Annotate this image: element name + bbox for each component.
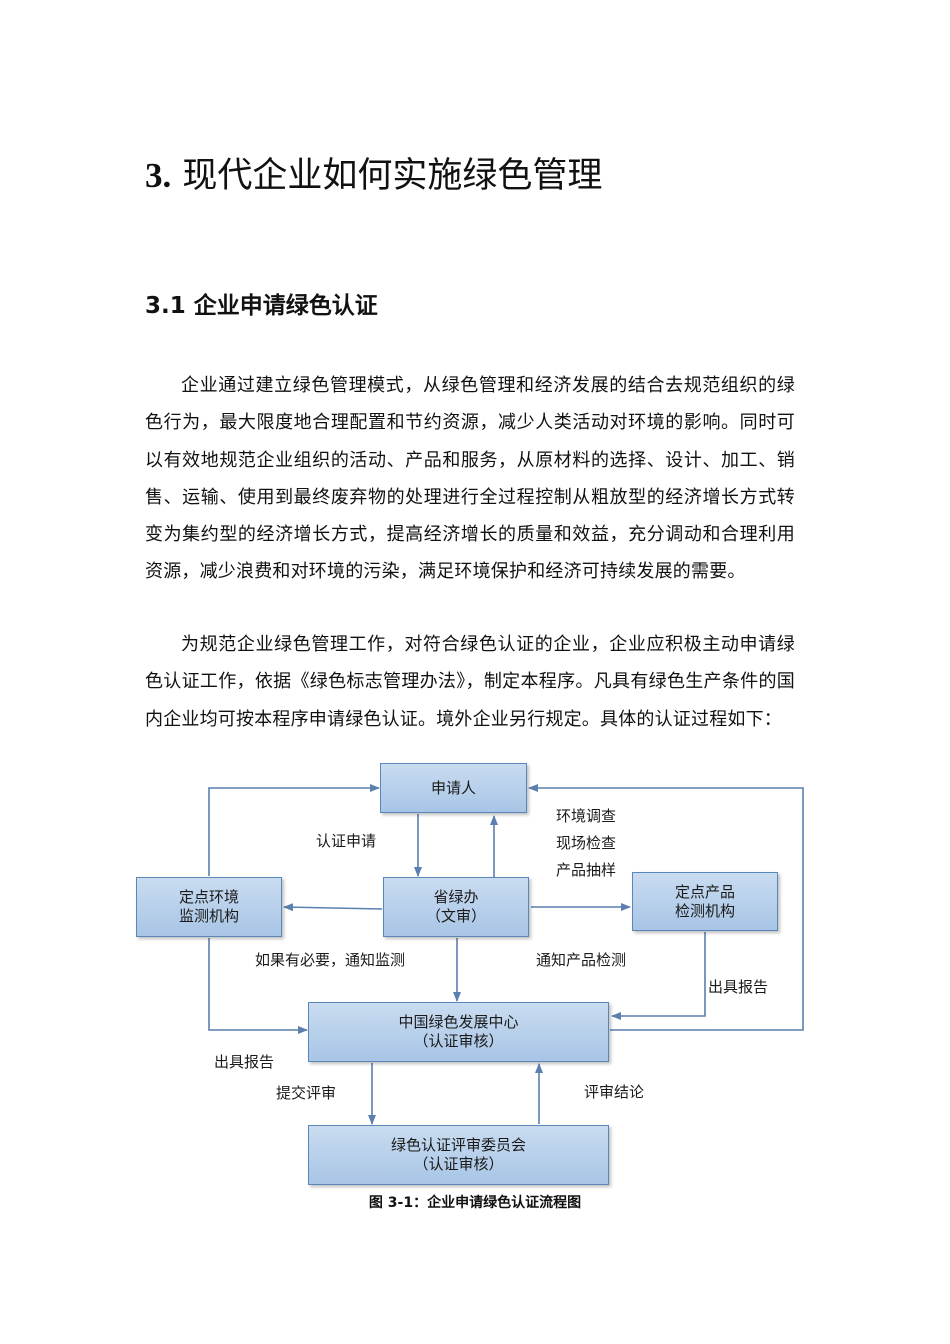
node-committee: 绿色认证评审委员会 （认证审核） [308,1125,609,1185]
label-report-left: 出具报告 [214,1053,275,1071]
node-committee-line2: （认证审核） [413,1155,504,1173]
node-product-test-line2: 检测机构 [674,901,735,920]
node-env-monitor: 定点环境 监测机构 [136,877,282,937]
node-center-line2: （认证审核） [413,1032,504,1050]
label-notify-monitor: 如果有必要，通知监测 [255,951,406,969]
label-inspect-env: 环境调查 [556,807,617,825]
arrow-producttest-to-center [611,932,706,1020]
chapter-title-text: 现代企业如何实施绿色管理 [182,156,603,196]
label-inspect-site: 现场检查 [556,834,617,852]
arrow-provincial-to-envmonitor [283,903,383,912]
arrow-center-to-applicant [528,784,804,1031]
body-paragraph: 企业通过建立绿色管理模式，从绿色管理和经济发展的结合去规范组织的绿色行为，最大限… [145,375,795,583]
section-title: 3.1 企业申请绿色认证 [145,293,378,319]
label-inspect-sample: 产品抽样 [556,861,617,879]
label-submit-review: 提交评审 [276,1084,337,1102]
node-product-test: 定点产品 检测机构 [632,872,778,931]
chapter-number: 3. [145,156,172,195]
node-committee-line1: 绿色认证评审委员会 [390,1136,526,1154]
node-env-monitor-line1: 定点环境 [178,888,239,906]
figure-caption: 图 3-1：企业申请绿色认证流程图 [368,1195,582,1211]
label-notify-test: 通知产品检测 [536,951,627,969]
node-provincial-line1: 省绿办 [433,888,479,906]
label-cert-apply: 认证申请 [316,832,377,850]
arrow-envmonitor-to-applicant [208,784,380,876]
arrow-envmonitor-to-center [208,938,308,1034]
node-provincial: 省绿办 （文审） [383,877,529,937]
node-center: 中国绿色发展中心 （认证审核） [308,1002,609,1062]
node-product-test-line1: 定点产品 [674,882,735,901]
label-review-result: 评审结论 [584,1083,645,1101]
label-report-right: 出具报告 [708,978,769,996]
node-applicant: 申请人 [380,763,527,813]
node-applicant-line1: 申请人 [430,778,476,797]
node-provincial-line2: （文审） [425,907,486,925]
node-env-monitor-line2: 监测机构 [178,907,239,925]
node-center-line1: 中国绿色发展中心 [398,1013,519,1031]
chapter-title: 3. 现代企业如何实施绿色管理 [145,150,602,202]
body-paragraph: 为规范企业绿色管理工作，对符合绿色认证的企业，企业应积极主动申请绿色认证工作，依… [145,634,795,730]
